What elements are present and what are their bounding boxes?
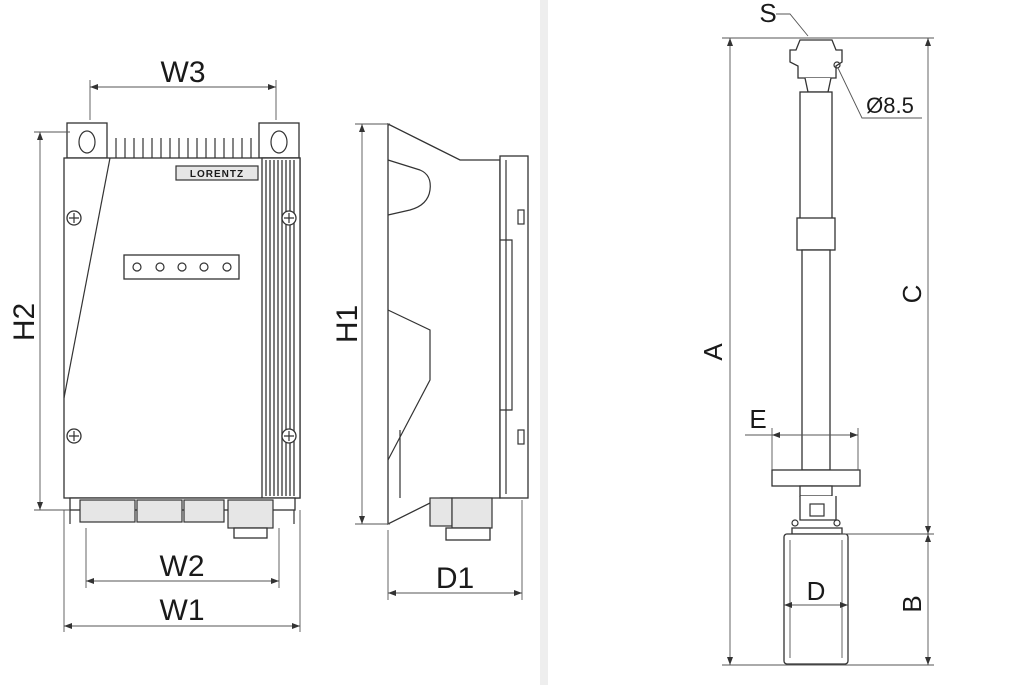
side-heatsink <box>499 155 529 499</box>
pump-dimensions: S Ø8.5 A C B E D <box>698 0 934 666</box>
riser-pipe-upper <box>799 91 833 221</box>
dim-label-h2: H2 <box>8 303 41 341</box>
brand-logo-plate <box>175 165 259 181</box>
dim-label-diameter: Ø8.5 <box>866 93 914 118</box>
dim-label-w1: W1 <box>160 594 205 627</box>
side-gland-2 <box>451 497 493 529</box>
dim-label-e: E <box>749 404 766 434</box>
dim-label-b: B <box>897 595 927 612</box>
front-bevel-line <box>63 157 111 399</box>
screw-icon <box>66 428 82 444</box>
mount-hole-left <box>78 130 96 154</box>
top-coupling <box>789 39 843 79</box>
mount-tab-left <box>66 122 108 159</box>
side-gland-1 <box>429 497 453 527</box>
dim-label-c: C <box>897 285 927 304</box>
dim-label-d: D <box>807 576 826 606</box>
cable-gland-3 <box>183 499 225 523</box>
screw-icon <box>281 428 297 444</box>
dim-label-s: S <box>759 0 776 28</box>
riser-pipe-lower <box>801 249 831 471</box>
status-led-panel <box>123 254 240 280</box>
mount-hole-right <box>270 130 288 154</box>
status-led-icons <box>132 262 232 272</box>
dim-label-a: A <box>698 343 728 361</box>
brand-logo: LORENTZ <box>190 169 244 180</box>
cable-gland-1 <box>79 499 136 523</box>
screw-icon <box>281 210 297 226</box>
screw-icon <box>66 210 82 226</box>
pump-assembly <box>771 39 861 665</box>
pump-motor <box>783 533 849 665</box>
motor-coupling <box>799 496 837 521</box>
heatsink-fins-top <box>115 138 252 158</box>
pipe-flange <box>771 469 861 487</box>
side-dimensions: H1 D1 <box>331 123 523 600</box>
side-profile <box>387 122 501 526</box>
front-dimensions: W3 H2 W2 W1 <box>8 56 301 632</box>
controller-front-view: LORENTZ <box>63 122 301 539</box>
dim-label-d1: D1 <box>436 562 474 595</box>
controller-side-view <box>387 122 529 541</box>
cable-gland-4 <box>227 499 274 529</box>
dim-label-w3: W3 <box>161 56 206 89</box>
cable-gland-nut <box>233 527 268 539</box>
dim-label-w2: W2 <box>160 550 205 583</box>
panel-separator <box>540 0 548 685</box>
cable-gland-2 <box>136 499 183 523</box>
dim-label-h1: H1 <box>331 305 364 343</box>
pipe-coupler <box>796 217 836 251</box>
controller-body <box>63 157 301 499</box>
